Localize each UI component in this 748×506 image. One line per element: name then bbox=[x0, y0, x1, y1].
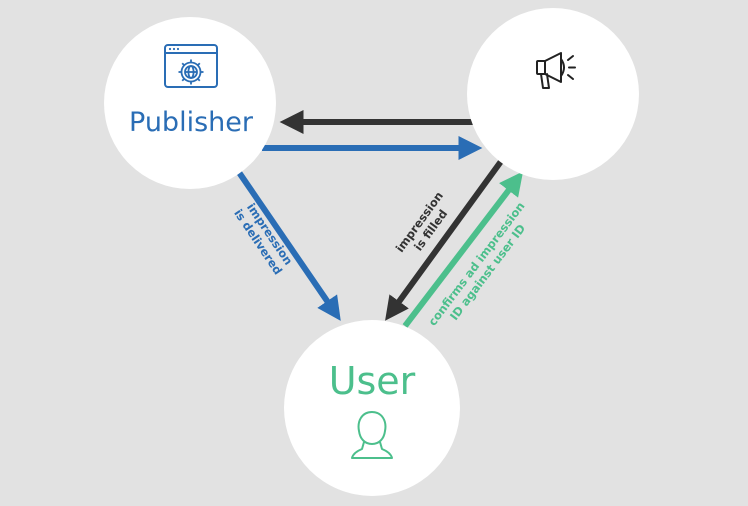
user-node bbox=[284, 320, 460, 496]
arrow-publisher-to-user bbox=[233, 166, 341, 321]
user-silhouette-icon bbox=[351, 411, 393, 459]
impression-filled-label: impression is filled bbox=[393, 189, 451, 255]
publisher-node bbox=[104, 17, 276, 189]
arrow-advertiser-to-user bbox=[385, 158, 505, 321]
browser-gear-icon bbox=[164, 44, 218, 88]
arrow-user-to-advertiser bbox=[402, 171, 524, 328]
publisher-label: Publisher bbox=[129, 107, 254, 138]
user-label: User bbox=[329, 359, 416, 403]
advertiser-node bbox=[467, 8, 639, 180]
megaphone-icon bbox=[536, 52, 576, 89]
